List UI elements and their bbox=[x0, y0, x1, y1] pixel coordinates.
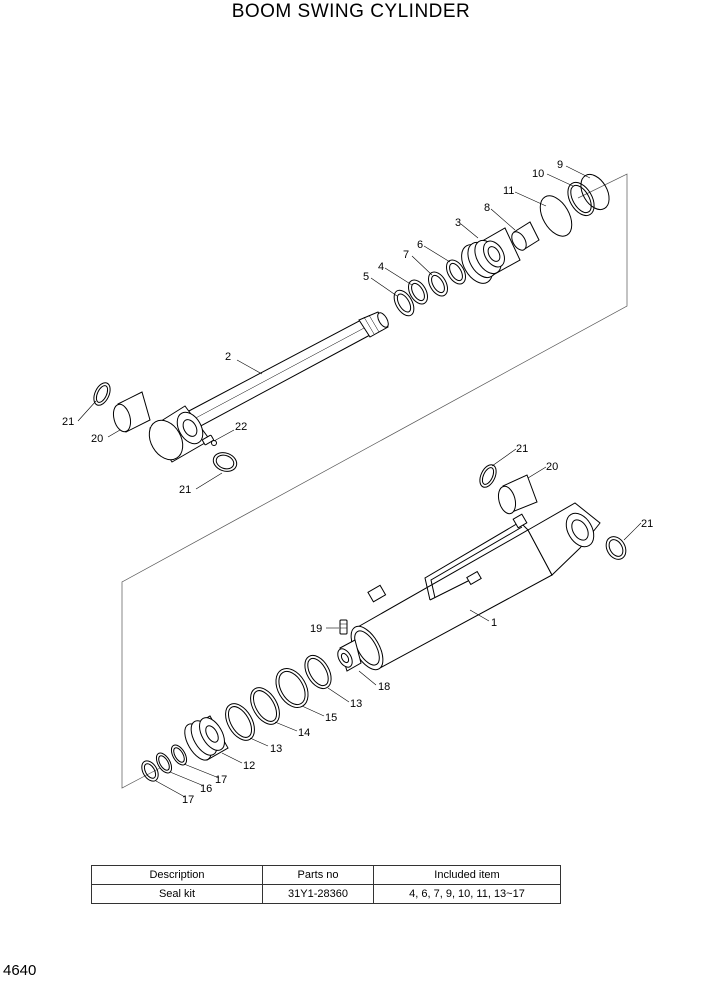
callout-15: 15 bbox=[325, 712, 337, 724]
callout-8: 8 bbox=[484, 202, 490, 214]
callout-7: 7 bbox=[403, 249, 409, 261]
column-header-description: Description bbox=[91, 865, 263, 885]
callout-21-rod-bottom: 21 bbox=[179, 484, 191, 496]
cell-parts-no: 31Y1-28360 bbox=[262, 884, 374, 904]
callout-17-right: 17 bbox=[215, 774, 227, 786]
tube-side-parts bbox=[141, 464, 627, 782]
rod-side-parts bbox=[93, 382, 238, 472]
callout-20-tube: 20 bbox=[546, 461, 558, 473]
column-header-parts-no: Parts no bbox=[262, 865, 374, 885]
callout-labels: 1 2 3 4 5 6 7 8 9 10 11 12 13 13 14 15 1… bbox=[62, 159, 653, 806]
page-title: BOOM SWING CYLINDER bbox=[231, 1, 471, 22]
callout-22: 22 bbox=[235, 421, 247, 433]
rod-head-parts bbox=[393, 173, 610, 317]
seal-kit-table: Description Parts no Included item Seal … bbox=[91, 865, 561, 904]
table-row: Seal kit 31Y1-28360 4, 6, 7, 9, 10, 11, … bbox=[91, 884, 561, 904]
cell-description: Seal kit bbox=[91, 884, 263, 904]
callout-14: 14 bbox=[298, 727, 310, 739]
callout-5: 5 bbox=[363, 271, 369, 283]
callout-13-upper: 13 bbox=[350, 698, 362, 710]
callout-2: 2 bbox=[225, 351, 231, 363]
page-number: 4640 bbox=[3, 962, 37, 979]
callout-12: 12 bbox=[243, 760, 255, 772]
callout-16: 16 bbox=[200, 783, 212, 795]
callout-10: 10 bbox=[532, 168, 544, 180]
callout-21-tube-top: 21 bbox=[516, 443, 528, 455]
callout-21-tube-right: 21 bbox=[641, 518, 653, 530]
cell-included-item: 4, 6, 7, 9, 10, 11, 13~17 bbox=[373, 884, 561, 904]
callout-6: 6 bbox=[417, 239, 423, 251]
callout-4: 4 bbox=[378, 261, 384, 273]
callout-19: 19 bbox=[310, 623, 322, 635]
assembly-frame bbox=[121, 173, 628, 789]
cylinder-tube-assembly bbox=[350, 502, 601, 671]
callout-18: 18 bbox=[378, 681, 390, 693]
leader-lines bbox=[77, 165, 642, 798]
column-header-included-item: Included item bbox=[373, 865, 561, 885]
table-header-row: Description Parts no Included item bbox=[91, 865, 561, 885]
callout-11: 11 bbox=[503, 185, 514, 197]
callout-17-left: 17 bbox=[182, 794, 194, 806]
callout-13-lower: 13 bbox=[270, 743, 282, 755]
callout-1: 1 bbox=[491, 617, 497, 629]
piston-rod-assembly bbox=[148, 311, 389, 463]
callout-20-rod: 20 bbox=[91, 433, 103, 445]
callout-9: 9 bbox=[557, 159, 563, 171]
callout-21-rod-left: 21 bbox=[62, 416, 74, 428]
callout-3: 3 bbox=[455, 217, 461, 229]
